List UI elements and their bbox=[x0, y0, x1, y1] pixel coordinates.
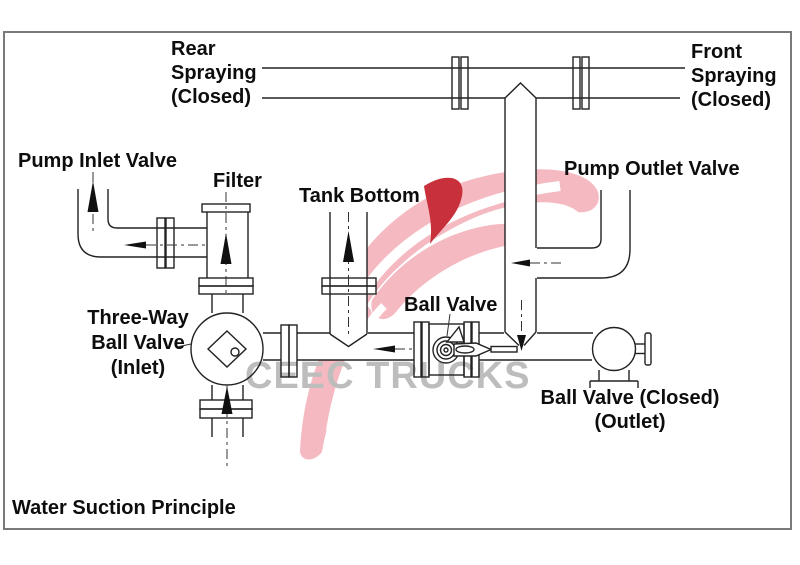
spray-pipe-flange-left bbox=[451, 56, 469, 110]
flow-arrow-left-to-pump bbox=[124, 241, 146, 249]
flow-arrow-left-suction-pipe bbox=[373, 345, 395, 353]
label-three-way-ball-valve: Three-Way Ball Valve (Inlet) bbox=[87, 307, 189, 379]
pump-inlet-flange bbox=[156, 217, 175, 269]
pump-inlet-elbow bbox=[77, 189, 207, 258]
suction-pipe bbox=[297, 332, 593, 361]
flow-arrow-down-riser bbox=[517, 335, 526, 351]
label-tank-bottom: Tank Bottom bbox=[299, 185, 420, 207]
frame-border bbox=[3, 31, 792, 530]
spray-pipe-flange-right bbox=[572, 56, 590, 110]
flow-arrow-up-filter bbox=[220, 233, 232, 264]
spray-pipe bbox=[262, 67, 685, 99]
label-ball-valve-closed-outlet: Ball Valve (Closed) (Outlet) bbox=[540, 387, 720, 433]
label-rear-spraying: Rear Spraying (Closed) bbox=[171, 38, 257, 108]
label-filter: Filter bbox=[213, 170, 262, 192]
three-way-ball-valve-symbol bbox=[190, 312, 298, 437]
inline-ball-valve-symbol bbox=[413, 321, 518, 378]
diagram-caption: Water Suction Principle bbox=[12, 497, 236, 519]
flow-arrows bbox=[87, 181, 530, 414]
flow-arrow-left-pump-outlet bbox=[511, 259, 530, 267]
flow-arrow-up-three-way-inlet bbox=[221, 386, 233, 414]
leader-lines bbox=[176, 313, 451, 348]
pump-outlet-elbow bbox=[537, 190, 631, 279]
flow-arrow-up-pump-inlet bbox=[87, 181, 99, 212]
watermark-text: CEEC TRUCKS bbox=[245, 355, 531, 397]
outlet-ball-valve-symbol bbox=[589, 326, 652, 388]
label-pump-outlet-valve: Pump Outlet Valve bbox=[564, 158, 740, 180]
riser-pipe bbox=[504, 82, 537, 347]
label-ball-valve: Ball Valve bbox=[404, 294, 498, 316]
flow-arrow-up-tank-bottom bbox=[343, 231, 354, 262]
label-pump-inlet-valve: Pump Inlet Valve bbox=[18, 150, 177, 172]
label-front-spraying: Front Spraying (Closed) bbox=[691, 41, 777, 111]
